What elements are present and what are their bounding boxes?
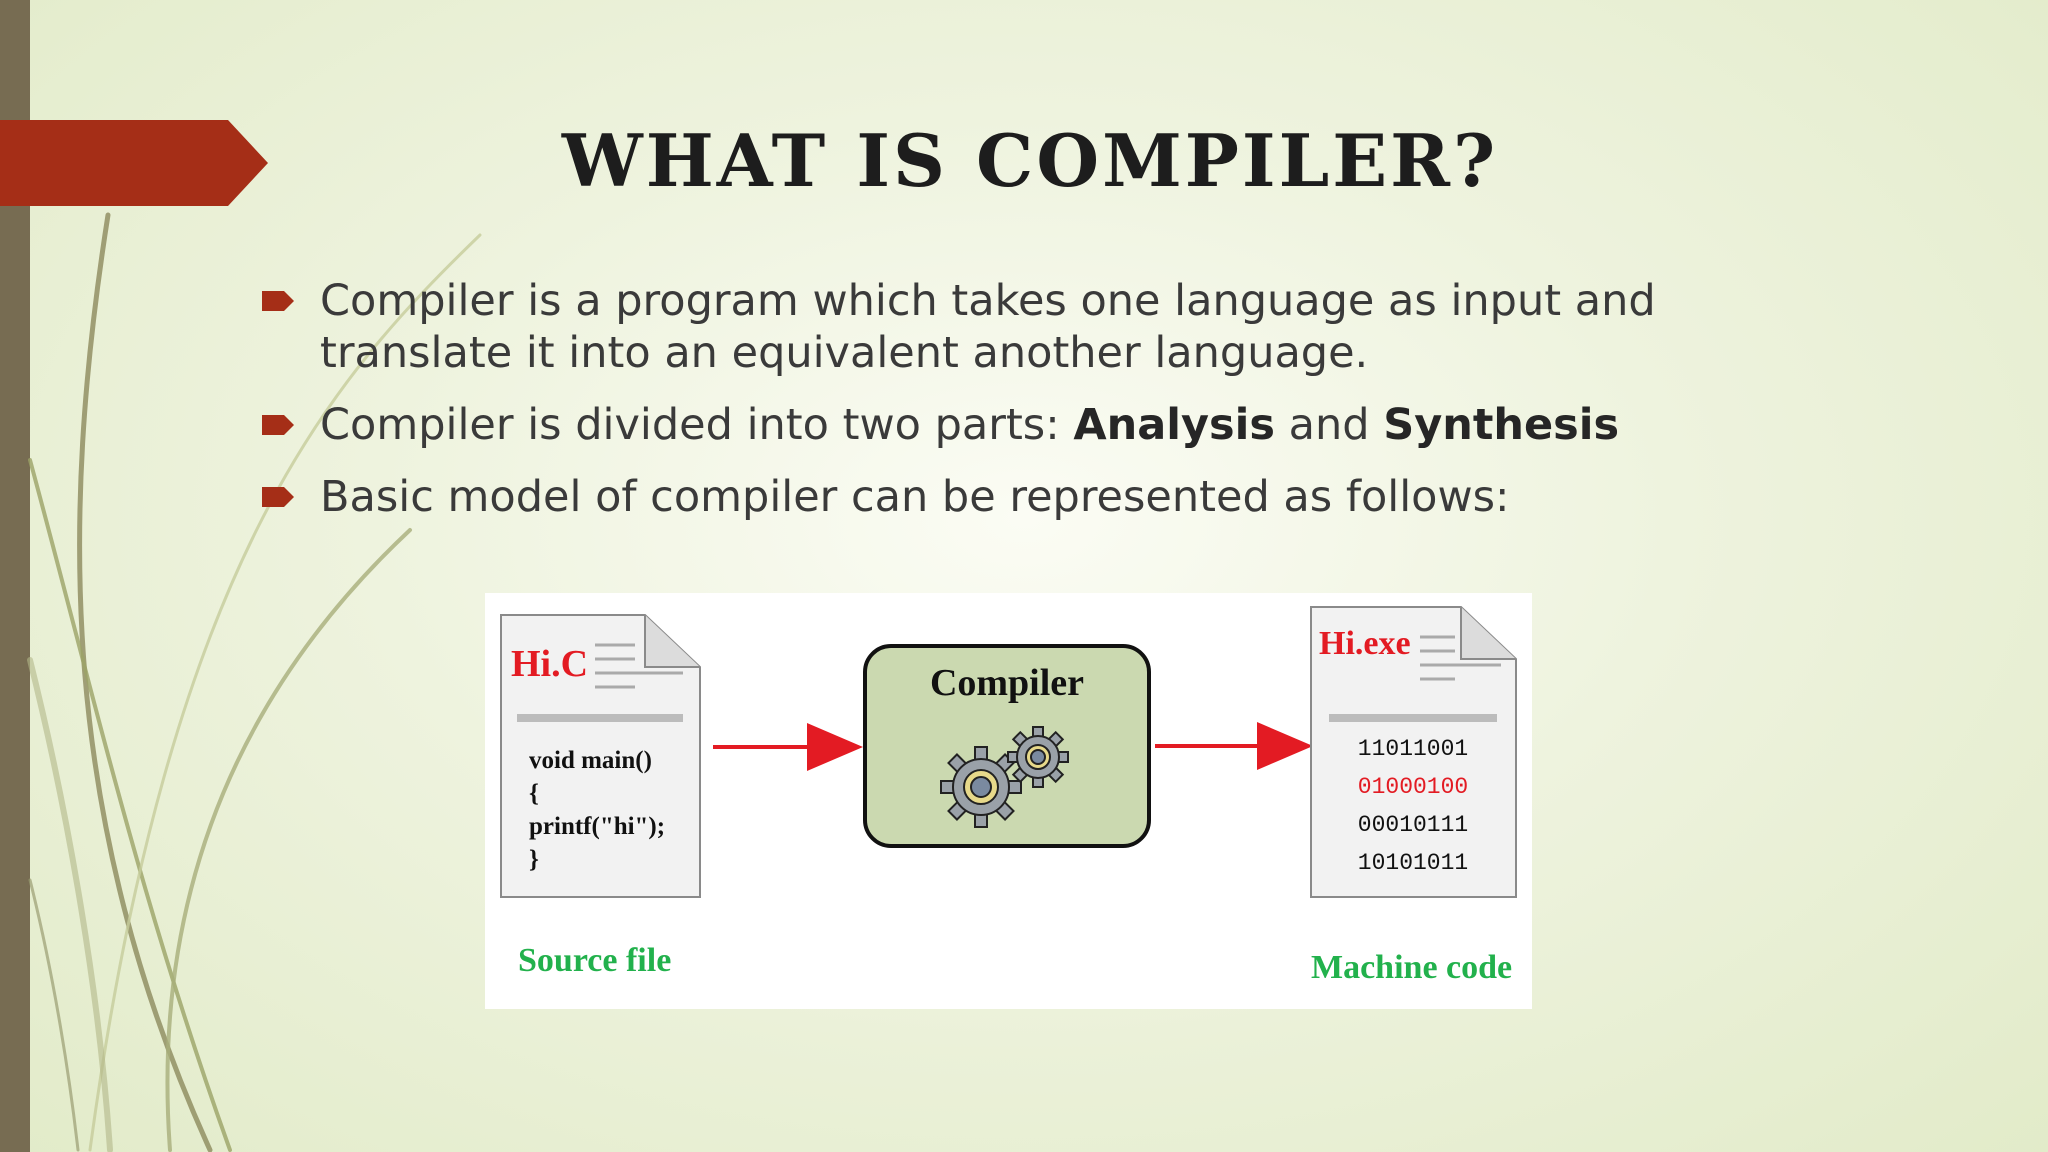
bullet-text: Compiler is a program which takes one la… [320, 276, 1656, 378]
source-caption: Source file [518, 942, 671, 979]
synthesis-term: Synthesis [1383, 400, 1620, 450]
binary-line: 11011001 [1358, 736, 1468, 762]
gear-icon [940, 746, 1022, 828]
title-accent-arrow [0, 120, 268, 206]
compiler-diagram-svg: Hi.C void main() { printf("hi"); } Sourc… [500, 606, 1517, 986]
arrow-right-icon [262, 291, 294, 311]
source-code-line: printf("hi"); [529, 813, 665, 840]
binary-line: 10101011 [1358, 850, 1468, 876]
analysis-term: Analysis [1073, 400, 1275, 450]
bullet-list: Compiler is a program which takes one la… [262, 275, 1842, 543]
exe-caption: Machine code [1311, 949, 1512, 986]
source-code-line: } [529, 846, 539, 873]
slide-title: What is Compiler? [561, 118, 1499, 203]
compiler-diagram: Hi.C void main() { printf("hi"); } Sourc… [485, 593, 1532, 1009]
decorative-swooshes [27, 212, 482, 1152]
bullet-text: Compiler is divided into two parts: [320, 400, 1074, 450]
source-code-line: void main() [529, 747, 652, 774]
bullet-item: Compiler is divided into two parts: Anal… [262, 399, 1842, 451]
bullet-item: Basic model of compiler can be represent… [262, 471, 1842, 523]
source-code-line: { [529, 780, 539, 807]
compiler-box [863, 644, 1151, 848]
document-icon [500, 614, 701, 898]
bullet-text-connector: and [1274, 400, 1384, 450]
exe-filename: Hi.exe [1319, 625, 1411, 662]
gear-icon [1007, 726, 1069, 788]
binary-line: 01000100 [1358, 774, 1468, 800]
arrow-right-icon [262, 415, 294, 435]
source-filename: Hi.C [511, 643, 588, 685]
compiler-label: Compiler [930, 662, 1084, 704]
bullet-text: Basic model of compiler can be represent… [320, 472, 1510, 522]
arrow-right-icon [262, 487, 294, 507]
document-icon [1310, 606, 1517, 898]
binary-line: 00010111 [1358, 812, 1468, 838]
bullet-item: Compiler is a program which takes one la… [262, 275, 1842, 379]
